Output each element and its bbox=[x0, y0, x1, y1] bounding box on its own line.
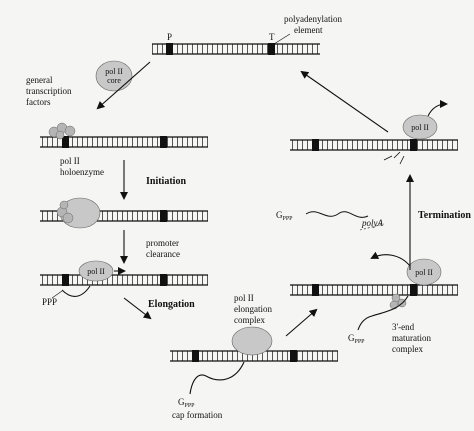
pol2-core-label-line2: core bbox=[107, 76, 121, 85]
arrow-top-to-left bbox=[96, 61, 151, 110]
polya-tail bbox=[359, 223, 385, 231]
arrow-bottom-to-right bbox=[285, 308, 318, 337]
elongation-label: Elongation bbox=[148, 299, 195, 310]
pol2-core: pol II core bbox=[95, 60, 133, 92]
dna-top bbox=[152, 43, 320, 55]
terminator-label: T bbox=[269, 32, 275, 42]
rna-with-maturation bbox=[357, 295, 409, 331]
ppp-label: PPP bbox=[42, 297, 57, 307]
elong-complex-label-line3: complex bbox=[234, 315, 265, 325]
clearance-label-line2: clearance bbox=[146, 249, 180, 259]
polyadenylation-pointer bbox=[273, 33, 291, 45]
pol2-releasing: pol II bbox=[402, 100, 448, 140]
initiation-label: Initiation bbox=[146, 176, 186, 187]
general-transcription-factors bbox=[48, 122, 76, 140]
rna-fragments bbox=[383, 151, 405, 165]
dna-right-upper bbox=[290, 139, 458, 151]
gppp-mrna-label: GPPP bbox=[276, 210, 293, 222]
dna-left-3 bbox=[40, 274, 208, 286]
gppp-right-label: GPPP bbox=[348, 333, 365, 345]
polyadenylation-label-line1: polyadenylation bbox=[284, 14, 342, 24]
released-mrna bbox=[305, 211, 369, 218]
pol2-early-label: pol II bbox=[87, 267, 105, 276]
dna-left-1 bbox=[40, 136, 208, 148]
ppp-pointer bbox=[51, 290, 63, 299]
cap-formation-label: cap formation bbox=[172, 410, 223, 420]
pol2-early: pol II bbox=[78, 260, 126, 282]
holoenzyme-label-line2: holoenzyme bbox=[60, 167, 104, 177]
gppp-bottom-label: GPPP bbox=[178, 397, 195, 409]
arrow-elongation bbox=[123, 297, 152, 320]
maturation-label-line1: 3'-end bbox=[392, 322, 415, 332]
gtf-label-line1: general bbox=[26, 75, 53, 85]
pol2-elongation-complex bbox=[231, 326, 273, 356]
pol2-holoenzyme bbox=[56, 197, 101, 229]
dna-right-lower bbox=[290, 284, 458, 296]
pol2-late-label: pol II bbox=[415, 268, 433, 277]
clearance-label-line1: promoter bbox=[146, 238, 179, 248]
terminator-box bbox=[268, 43, 275, 55]
pol2-releasing-label: pol II bbox=[411, 123, 429, 132]
termination-label: Termination bbox=[418, 210, 471, 221]
maturation-label-line3: complex bbox=[392, 344, 423, 354]
elong-complex-label-line1: pol II bbox=[234, 293, 254, 303]
nascent-rna-short bbox=[61, 285, 91, 297]
pol2-late: pol II bbox=[406, 258, 442, 286]
promoter-box bbox=[166, 43, 173, 55]
gtf-label-line2: transcription bbox=[26, 86, 72, 96]
maturation-label-line2: maturation bbox=[392, 333, 431, 343]
promoter-label: P bbox=[167, 32, 172, 42]
polyadenylation-label-line2: element bbox=[294, 25, 323, 35]
curved-arrow-leaving bbox=[370, 251, 411, 267]
holoenzyme-label-line1: pol II bbox=[60, 156, 80, 166]
polya-label: polyA bbox=[361, 218, 383, 228]
arrow-right-to-top bbox=[300, 70, 389, 133]
gtf-label-line3: factors bbox=[26, 97, 51, 107]
pol2-core-label-line1: pol II bbox=[105, 67, 123, 76]
elong-complex-label-line2: elongation bbox=[234, 304, 272, 314]
nascent-rna-bottom bbox=[189, 361, 245, 395]
